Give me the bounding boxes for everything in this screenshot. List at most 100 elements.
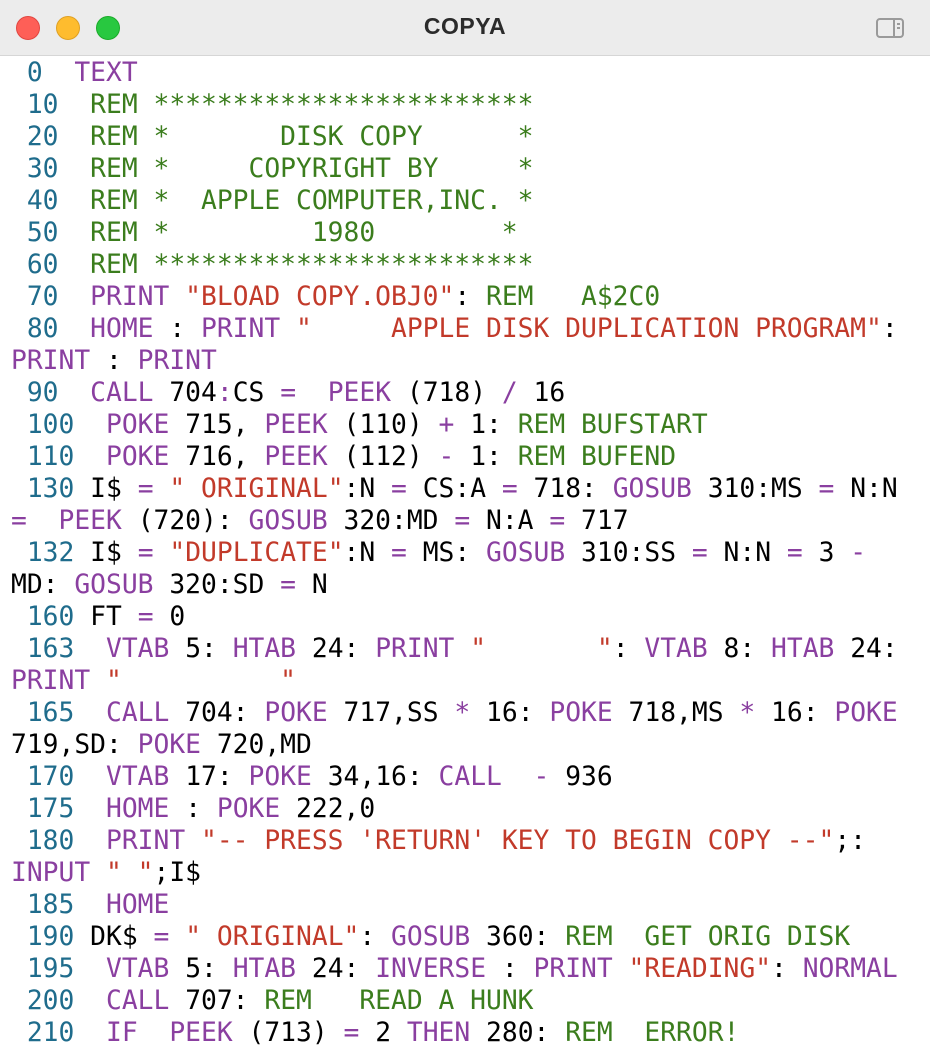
operator-token: :: [216, 378, 233, 408]
code-line[interactable]: 30 REM * COPYRIGHT BY *: [11, 153, 926, 185]
code-line[interactable]: 163 VTAB 5: HTAB 24: PRINT " ": VTAB 8: …: [11, 633, 926, 665]
keyword-token: CALL: [106, 698, 186, 728]
keyword-token: PRINT: [375, 634, 471, 664]
code-line[interactable]: 132 I$ = "DUPLICATE":N = MS: GOSUB 310:S…: [11, 537, 926, 569]
code-line[interactable]: 10 REM ************************: [11, 89, 926, 121]
code-line[interactable]: 180 PRINT "-- PRESS 'RETURN' KEY TO BEGI…: [11, 825, 926, 857]
code-line[interactable]: PRINT " ": [11, 665, 926, 697]
operator-token: =: [137, 474, 154, 504]
title-bar[interactable]: COPYA: [0, 0, 930, 56]
operator-token: =: [818, 474, 835, 504]
operator-token: =: [137, 538, 154, 568]
remark-token: REM A$2C0: [486, 282, 661, 312]
operator-token: =: [280, 378, 297, 408]
code-text: CS:A: [406, 474, 502, 504]
line-number: 195: [11, 954, 75, 984]
code-text: [59, 282, 91, 312]
code-line[interactable]: 90 CALL 704:CS = PEEK (718) / 16: [11, 377, 926, 409]
code-text: [154, 474, 170, 504]
line-number: 80: [11, 314, 59, 344]
code-line[interactable]: 110 POKE 716, PEEK (112) - 1: REM BUFEND: [11, 441, 926, 473]
code-text: 17:: [185, 762, 249, 792]
code-text: :: [169, 314, 202, 344]
operator-token: -: [850, 538, 867, 568]
code-text: [59, 186, 91, 216]
keyword-token: PRINT: [533, 954, 629, 984]
remark-token: REM READ A HUNK: [264, 986, 534, 1016]
code-text: [74, 794, 106, 824]
string-token: "READING": [628, 954, 772, 984]
code-line[interactable]: 0 TEXT: [11, 57, 926, 89]
code-line[interactable]: 165 CALL 704: POKE 717,SS * 16: POKE 718…: [11, 697, 926, 729]
close-button[interactable]: [16, 16, 40, 40]
operator-token: =: [391, 474, 407, 504]
code-line[interactable]: 210 IF PEEK (713) = 2 THEN 280: REM ERRO…: [11, 1017, 926, 1049]
code-line[interactable]: 80 HOME : PRINT " APPLE DISK DUPLICATION…: [11, 313, 926, 345]
line-number: 175: [11, 794, 75, 824]
keyword-token: GOSUB: [391, 922, 487, 952]
keyword-token: POKE: [834, 698, 898, 728]
code-line[interactable]: 175 HOME : POKE 222,0: [11, 793, 926, 825]
keyword-token: NORMAL: [802, 954, 898, 984]
string-token: " ORIGINAL": [185, 922, 360, 952]
keyword-token: PRINT: [11, 666, 106, 696]
code-line[interactable]: 195 VTAB 5: HTAB 24: INVERSE : PRINT "RE…: [11, 953, 926, 985]
code-text: N:A: [470, 506, 550, 536]
remark-token: REM ************************: [90, 90, 534, 120]
code-line[interactable]: 130 I$ = " ORIGINAL":N = CS:A = 718: GOS…: [11, 473, 926, 505]
code-line[interactable]: 160 FT = 0: [11, 601, 926, 633]
code-line[interactable]: 719,SD: POKE 720,MD: [11, 729, 926, 761]
code-line[interactable]: 60 REM ************************: [11, 249, 926, 281]
code-line[interactable]: 185 HOME: [11, 889, 926, 921]
window-title: COPYA: [423, 13, 507, 39]
operator-token: =: [454, 506, 471, 536]
code-line[interactable]: 40 REM * APPLE COMPUTER,INC. *: [11, 185, 926, 217]
operator-token: =: [391, 538, 407, 568]
operator-token: =: [501, 474, 518, 504]
keyword-token: HTAB: [232, 954, 312, 984]
code-line[interactable]: 50 REM * 1980 *: [11, 217, 926, 249]
line-number: 163: [11, 634, 75, 664]
code-line[interactable]: PRINT : PRINT: [11, 345, 926, 377]
operator-token: *: [454, 698, 471, 728]
code-text: 707:: [185, 986, 265, 1016]
code-text: 717: [565, 506, 629, 536]
code-text: [74, 826, 106, 856]
operator-token: =: [11, 506, 27, 536]
sidebar-toggle-icon[interactable]: [876, 18, 904, 38]
remark-token: REM GET ORIG DISK: [565, 922, 851, 952]
zoom-button[interactable]: [96, 16, 120, 40]
code-line[interactable]: 100 POKE 715, PEEK (110) + 1: REM BUFSTA…: [11, 409, 926, 441]
code-text: 280:: [486, 1018, 566, 1048]
code-text: [59, 378, 91, 408]
code-line[interactable]: 70 PRINT "BLOAD COPY.OBJ0": REM A$2C0: [11, 281, 926, 313]
keyword-token: INVERSE: [375, 954, 502, 984]
code-line[interactable]: 200 CALL 707: REM READ A HUNK: [11, 985, 926, 1017]
code-text: 1:: [454, 410, 518, 440]
code-line[interactable]: 190 DK$ = " ORIGINAL": GOSUB 360: REM GE…: [11, 921, 926, 953]
code-line[interactable]: INPUT " ";I$: [11, 857, 926, 889]
code-text: (713): [248, 1018, 344, 1048]
code-text: N: [296, 570, 328, 600]
line-number: 170: [11, 762, 75, 792]
code-line[interactable]: 20 REM * DISK COPY *: [11, 121, 926, 153]
keyword-token: CALL: [106, 986, 186, 1016]
keyword-token: VTAB: [106, 634, 186, 664]
code-text: (718): [406, 378, 502, 408]
string-token: " APPLE DISK DUPLICATION PROGRAM": [296, 314, 882, 344]
operator-token: -: [438, 442, 455, 472]
minimize-button[interactable]: [56, 16, 80, 40]
code-line[interactable]: = PEEK (720): GOSUB 320:MD = N:A = 717: [11, 505, 926, 537]
keyword-token: GOSUB: [486, 538, 582, 568]
code-line[interactable]: MD: GOSUB 320:SD = N: [11, 569, 926, 601]
code-text: 5:: [185, 954, 233, 984]
code-text: 719,SD:: [11, 730, 138, 760]
code-text: 320:MD: [343, 506, 455, 536]
code-text: [74, 442, 106, 472]
code-text: 3: [802, 538, 851, 568]
code-listing[interactable]: 0 TEXT 10 REM ************************ 2…: [11, 57, 926, 1049]
code-text: N:N: [707, 538, 787, 568]
code-line[interactable]: 170 VTAB 17: POKE 34,16: CALL - 936: [11, 761, 926, 793]
code-text: 936: [549, 762, 613, 792]
code-text: 320:SD: [169, 570, 281, 600]
